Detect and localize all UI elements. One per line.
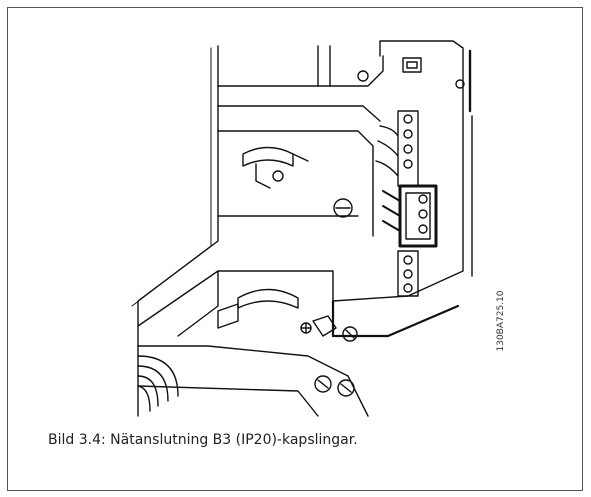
right-housing — [379, 40, 464, 107]
mains-connection-illustration — [118, 36, 488, 418]
fan-grille — [137, 355, 179, 397]
figure-caption: Bild 3.4: Nätanslutning B3 (IP20)-kapsli… — [48, 432, 358, 448]
upper-cable-clamp — [242, 146, 294, 167]
figure-id-label: 130BA725.10 — [494, 266, 508, 376]
motor-terminal-strip — [397, 250, 419, 297]
control-terminal-strip — [397, 110, 419, 187]
enclosure-side-panel — [137, 45, 219, 417]
figure-id-text: 130BA725.10 — [496, 290, 506, 352]
page-frame: 130BA725.10 Bild 3.4: Nätanslutning B3 (… — [7, 7, 583, 491]
ground-screw — [333, 198, 353, 218]
top-rail — [217, 55, 384, 87]
lower-cable-clamp — [237, 288, 299, 309]
mains-terminal-block — [398, 184, 438, 248]
